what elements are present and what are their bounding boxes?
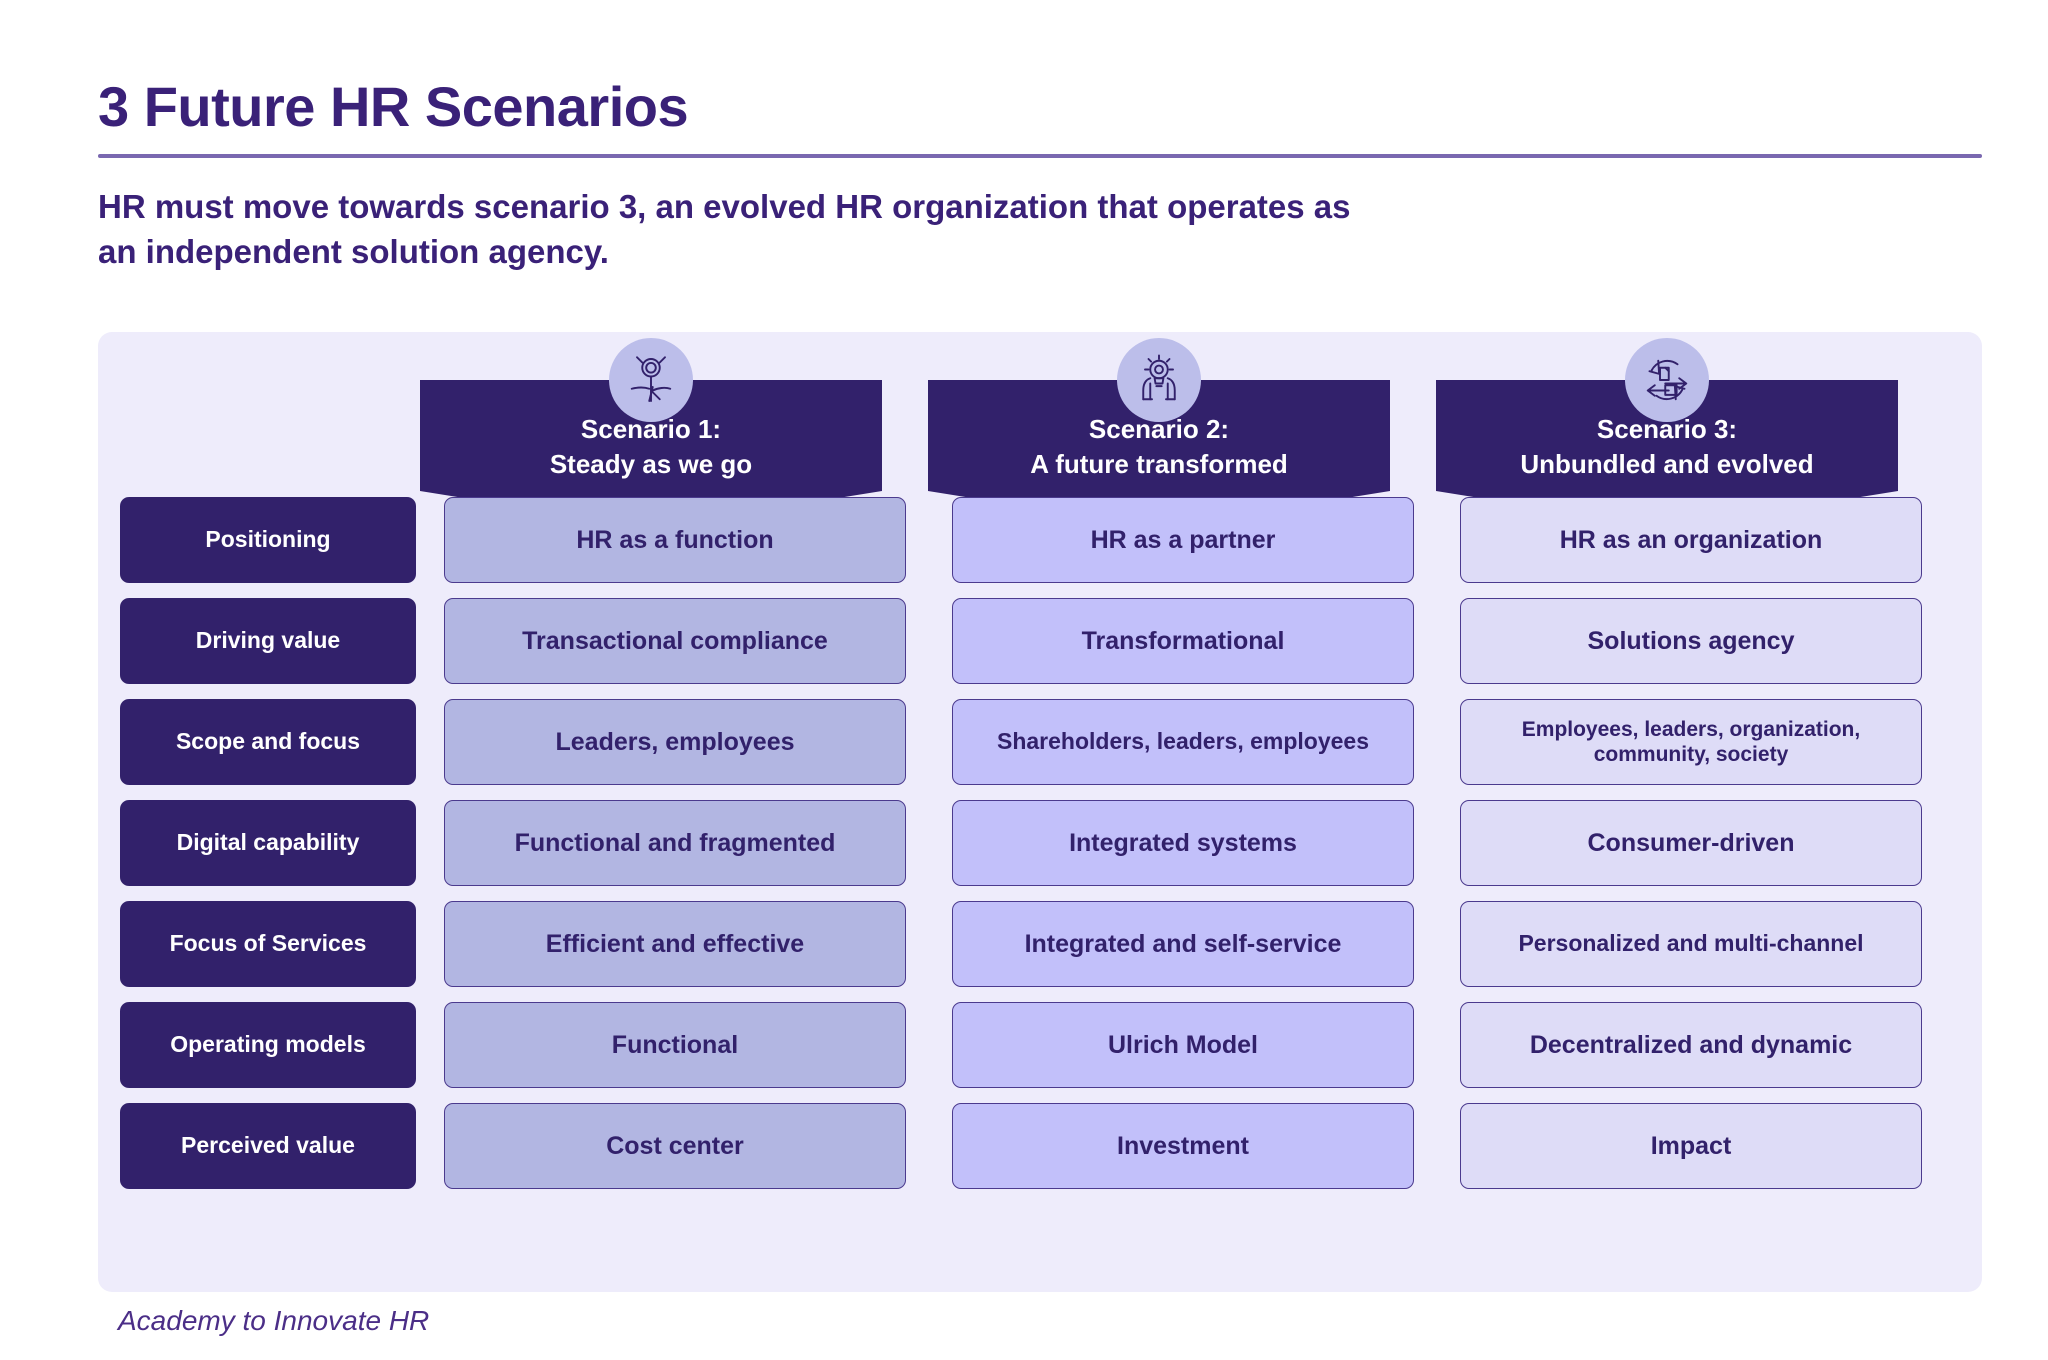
title-divider	[98, 153, 1982, 158]
cell-scenario2-driving-value[interactable]: Transformational	[952, 598, 1414, 684]
page-title: 3 Future HR Scenarios	[98, 75, 689, 138]
cell-scenario2-perceived-value[interactable]: Investment	[952, 1103, 1414, 1189]
cell-scenario1-scope-and-focus[interactable]: Leaders, employees	[444, 699, 906, 785]
footer-attribution: Academy to Innovate HR	[118, 1305, 430, 1336]
table-row: Operating models Functional Ulrich Model…	[98, 1002, 1982, 1097]
cell-scenario1-operating-models[interactable]: Functional	[444, 1002, 906, 1088]
row-label-scope-and-focus: Scope and focus	[120, 699, 416, 785]
document-transformation-cycle-icon	[1625, 338, 1709, 422]
scenario-name: Steady as we go	[549, 448, 753, 479]
row-label-digital-capability: Digital capability	[120, 800, 416, 886]
cell-scenario1-positioning[interactable]: HR as a function	[444, 497, 906, 583]
cell-scenario3-perceived-value[interactable]: Impact	[1460, 1103, 1922, 1189]
header: 3 Future HR Scenarios HR must move towar…	[98, 75, 1982, 275]
row-label-focus-of-services: Focus of Services	[120, 901, 416, 987]
page-subtitle: HR must move towards scenario 3, an evol…	[98, 187, 1351, 271]
cell-scenario1-focus-of-services[interactable]: Efficient and effective	[444, 901, 906, 987]
row-label-positioning: Positioning	[120, 497, 416, 583]
cell-scenario1-driving-value[interactable]: Transactional compliance	[444, 598, 906, 684]
cell-scenario3-operating-models[interactable]: Decentralized and dynamic	[1460, 1002, 1922, 1088]
table-row: Scope and focus Leaders, employees Share…	[98, 699, 1982, 794]
scenario-banner-2[interactable]: Scenario 2: A future transformed	[928, 338, 1390, 528]
table-row: Positioning HR as a function HR as a par…	[98, 497, 1982, 592]
scenario-banner-1[interactable]: Scenario 1: Steady as we go	[420, 338, 882, 528]
cell-scenario2-positioning[interactable]: HR as a partner	[952, 497, 1414, 583]
scenario-name: A future transformed	[1030, 448, 1288, 479]
scenarios-panel: Scenario 1: Steady as we go	[98, 332, 1982, 1292]
cell-scenario1-digital-capability[interactable]: Functional and fragmented	[444, 800, 906, 886]
cell-scenario3-focus-of-services[interactable]: Personalized and multi-channel	[1460, 901, 1922, 987]
scenario-name: Unbundled and evolved	[1520, 448, 1814, 479]
comparison-grid: Positioning HR as a function HR as a par…	[98, 497, 1982, 1204]
row-label-perceived-value: Perceived value	[120, 1103, 416, 1189]
cell-scenario3-driving-value[interactable]: Solutions agency	[1460, 598, 1922, 684]
row-label-operating-models: Operating models	[120, 1002, 416, 1088]
scenario-banner-3[interactable]: Scenario 3: Unbundled and evolved	[1436, 338, 1898, 528]
cell-scenario2-digital-capability[interactable]: Integrated systems	[952, 800, 1414, 886]
person-arms-raised-icon	[609, 338, 693, 422]
hands-holding-lightbulb-gear-icon	[1117, 338, 1201, 422]
table-row: Perceived value Cost center Investment I…	[98, 1103, 1982, 1198]
cell-scenario1-perceived-value[interactable]: Cost center	[444, 1103, 906, 1189]
banner-label: Scenario 3: Unbundled and evolved	[1436, 412, 1898, 481]
row-label-driving-value: Driving value	[120, 598, 416, 684]
cell-scenario2-scope-and-focus[interactable]: Shareholders, leaders, employees	[952, 699, 1414, 785]
cell-scenario2-operating-models[interactable]: Ulrich Model	[952, 1002, 1414, 1088]
cell-scenario3-digital-capability[interactable]: Consumer-driven	[1460, 800, 1922, 886]
cell-scenario2-focus-of-services[interactable]: Integrated and self-service	[952, 901, 1414, 987]
table-row: Digital capability Functional and fragme…	[98, 800, 1982, 895]
cell-scenario3-positioning[interactable]: HR as an organization	[1460, 497, 1922, 583]
cell-scenario3-scope-and-focus[interactable]: Employees, leaders, organization, commun…	[1460, 699, 1922, 785]
banner-label: Scenario 2: A future transformed	[928, 412, 1390, 481]
banner-label: Scenario 1: Steady as we go	[420, 412, 882, 481]
table-row: Focus of Services Efficient and effectiv…	[98, 901, 1982, 996]
table-row: Driving value Transactional compliance T…	[98, 598, 1982, 693]
